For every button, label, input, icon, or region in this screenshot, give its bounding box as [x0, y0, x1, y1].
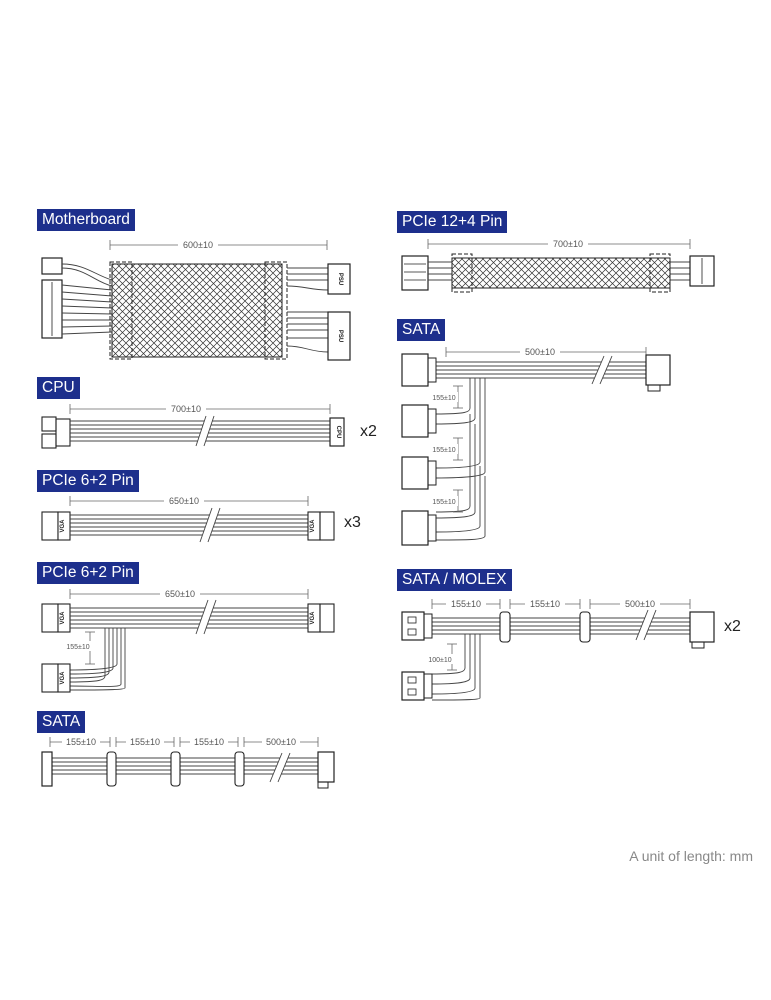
pcie-12-4-title: PCIe 12+4 Pin	[397, 211, 508, 233]
motherboard-length: 600±10	[183, 240, 213, 250]
sata-right-title: SATA	[397, 319, 446, 341]
pcie-6-2-quantity: x3	[344, 514, 361, 531]
pcie-dual-branch-length: 155±10	[66, 644, 89, 651]
pcie-12-4-length: 700±10	[553, 239, 583, 249]
pcie-6-2-left-plug-label: VGA	[60, 519, 66, 533]
pcie-12-4-cable: 700±10	[401, 237, 715, 293]
motherboard-psu-plug-label-bottom: PSU	[337, 330, 343, 342]
sata-molex-length-2: 155±10	[530, 599, 560, 609]
pcie-6-2-length: 650±10	[169, 496, 199, 506]
cpu-plug-label: CPU	[335, 426, 341, 439]
pcie-6-2-title: PCIe 6+2 Pin	[37, 470, 139, 492]
pcie-dual-bottom-left-plug-label: VGA	[60, 671, 66, 685]
sata-right-branch-length-2: 155±10	[432, 447, 455, 454]
sata-bottom-length-4: 500±10	[266, 737, 296, 747]
pcie-dual-top-left-plug-label: VGA	[60, 611, 66, 625]
sata-molex-length-3: 500±10	[625, 599, 655, 609]
sata-molex-branch-length: 100±10	[428, 657, 451, 664]
pcie-6-2-dual-cable: 650±10 VGA VGA 155±10 VGA	[41, 587, 335, 693]
sata-right-length: 500±10	[525, 347, 555, 357]
motherboard-title: Motherboard	[37, 209, 135, 231]
pcie-6-2-dual-length: 650±10	[165, 589, 195, 599]
cpu-title: CPU	[37, 377, 80, 399]
sata-molex-quantity: x2	[724, 618, 741, 635]
sata-molex-title: SATA / MOLEX	[397, 569, 512, 591]
sata-bottom-title: SATA	[37, 711, 86, 733]
motherboard-psu-plug-label-top: PSU	[337, 273, 343, 285]
unit-note: A unit of length: mm	[629, 848, 753, 864]
pcie-6-2-cable: 650±10 VGA VGA	[41, 494, 335, 543]
pcie-6-2-right-plug-label: VGA	[310, 519, 316, 533]
sata-molex-cable: 155±10 155±10 500±10 100±10	[401, 598, 715, 701]
sata-bottom-length-2: 155±10	[130, 737, 160, 747]
pcie-dual-right-plug-label: VGA	[310, 611, 316, 625]
sata-right-branch-length-1: 155±10	[432, 395, 455, 402]
motherboard-cable: 600±10 PSU PSU	[41, 238, 351, 361]
sata-bottom-length-3: 155±10	[194, 737, 224, 747]
sata-right-cable: 500±10	[401, 345, 671, 546]
pcie-6-2-dual-title: PCIe 6+2 Pin	[37, 562, 139, 584]
sata-bottom-length-1: 155±10	[66, 737, 96, 747]
cpu-length: 700±10	[171, 404, 201, 414]
cpu-cable: 700±10 CPU	[41, 402, 345, 449]
sata-molex-length-1: 155±10	[451, 599, 481, 609]
sata-right-branch-length-3: 155±10	[432, 499, 455, 506]
sata-bottom-cable: 155±10 155±10 155±10 500±10	[41, 736, 335, 789]
cpu-quantity: x2	[360, 423, 377, 440]
